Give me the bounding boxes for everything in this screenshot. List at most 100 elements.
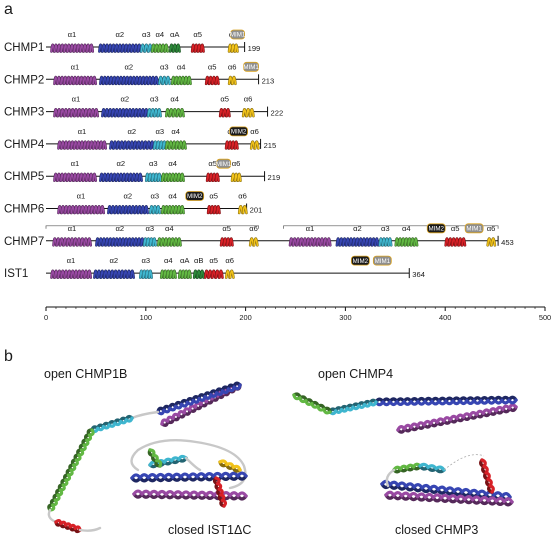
helix-label: αA — [170, 30, 180, 39]
protein-name: CHMP1 — [4, 42, 44, 54]
disordered-linker — [443, 454, 485, 471]
axis-tick-label: 300 — [339, 313, 351, 322]
length-label: 219 — [268, 173, 281, 182]
helix-label: α3 — [155, 127, 164, 136]
helix-label: α6 — [228, 62, 237, 71]
helix-alpha1-ribbon — [384, 490, 514, 507]
domain-bracket — [283, 225, 499, 229]
helix-alpha5-ribbon — [212, 476, 228, 508]
length-label: 213 — [262, 76, 275, 85]
helix-label: α1 — [78, 127, 87, 136]
helix-alpha4 — [170, 75, 192, 86]
helix-alpha6 — [241, 108, 255, 118]
helix-alpha3 — [142, 237, 157, 247]
mim-badge — [350, 255, 370, 266]
helix-label: α1 — [67, 256, 76, 265]
helix-label: α4 — [170, 95, 179, 104]
mim-badge — [230, 29, 246, 40]
helix-alpha2 — [98, 43, 142, 53]
helix-label: α5 — [209, 192, 218, 201]
helix-alpha1 — [53, 172, 98, 182]
helix-label: α2 — [124, 192, 133, 201]
helix-label: α1 — [68, 224, 77, 233]
protein-name: CHMP7 — [4, 236, 44, 248]
helix-alpha5 — [219, 237, 234, 247]
helix-alpha5 — [224, 140, 239, 150]
helix-label: α2 — [121, 95, 130, 104]
helix-alpha2-ribbon — [130, 471, 248, 483]
helix-label: α5 — [193, 30, 202, 39]
helix-alpha4 — [156, 237, 182, 247]
helix-alpha5 — [444, 237, 467, 247]
loop-segment — [184, 456, 202, 472]
helix-alpha2 — [107, 204, 149, 215]
helix-alpha5 — [205, 172, 220, 182]
helix-alpha1-ribbon — [396, 403, 518, 434]
helix-alpha2-ribbon — [374, 395, 518, 407]
helix-alpha1-ribbon — [132, 489, 248, 501]
label-open-chmp4: open CHMP4 — [318, 367, 393, 381]
helix-label: α6 — [244, 95, 253, 104]
length-label: 453 — [501, 238, 514, 247]
helix-alpha6-ribbon — [218, 459, 242, 473]
helix-alpha4 — [160, 172, 185, 182]
axis-tick-label: 500 — [539, 313, 551, 322]
helix-label: α3 — [141, 256, 150, 265]
helix-label: α1 — [71, 62, 80, 71]
protein-name: CHMP2 — [4, 74, 44, 86]
mim-label: MIM2 — [231, 129, 247, 136]
helix-alpha5-ribbon — [479, 458, 495, 494]
mim-label: MIM1 — [243, 64, 259, 71]
helix-alpha2 — [101, 108, 149, 118]
helix-alphaA — [168, 43, 181, 53]
helix-alphaA — [177, 269, 192, 279]
label-open-chmp1b: open CHMP1B — [44, 367, 127, 381]
helix-alpha3 — [148, 204, 161, 215]
helix-label: α3 — [150, 95, 159, 104]
helix-label: α4 — [165, 224, 174, 233]
helix-label: α5 — [209, 256, 218, 265]
loop-segment — [130, 410, 160, 420]
protein-name: CHMP6 — [4, 204, 44, 216]
helix-alpha2-ribbon — [156, 381, 242, 416]
helix-alpha3 — [152, 140, 167, 150]
helix-label: α5 — [222, 224, 231, 233]
helix-alpha1 — [52, 237, 93, 247]
helix-alpha2 — [95, 237, 145, 247]
helix-label: α2 — [117, 159, 126, 168]
helix-label: α6 — [487, 224, 496, 233]
mim-badge — [464, 223, 484, 234]
helix-label: α1 — [77, 192, 86, 201]
helix-label: α4 — [402, 224, 411, 233]
helix-alpha2 — [93, 269, 135, 279]
helix-alpha6 — [237, 204, 248, 215]
helix-alpha5 — [218, 108, 231, 118]
length-label: 199 — [248, 44, 261, 53]
structure-open-chmp1b — [47, 381, 242, 534]
protein-name: CHMP5 — [4, 171, 44, 183]
length-label: 364 — [412, 270, 425, 279]
helix-label: α6 — [238, 192, 247, 201]
helix-label: α2 — [116, 30, 125, 39]
helix-alpha3 — [138, 269, 153, 279]
helix-label: α3 — [160, 62, 169, 71]
helix-alpha4-ribbon — [47, 428, 95, 512]
helix-label: α3 — [142, 30, 151, 39]
helix-alpha3 — [144, 172, 162, 182]
helix-label: α1 — [72, 95, 81, 104]
axis-tick-label: 100 — [140, 313, 152, 322]
structure-open-chmp4 — [292, 392, 518, 434]
helix-alpha5 — [206, 204, 221, 215]
panel-b-letter: b — [4, 348, 13, 365]
helix-alpha1 — [57, 204, 106, 215]
helix-label: α2 — [353, 224, 362, 233]
helix-label: α3 — [149, 159, 158, 168]
mim-badge — [185, 191, 205, 201]
helix-alpha6 — [230, 172, 242, 182]
helix-label: α4 — [155, 30, 164, 39]
